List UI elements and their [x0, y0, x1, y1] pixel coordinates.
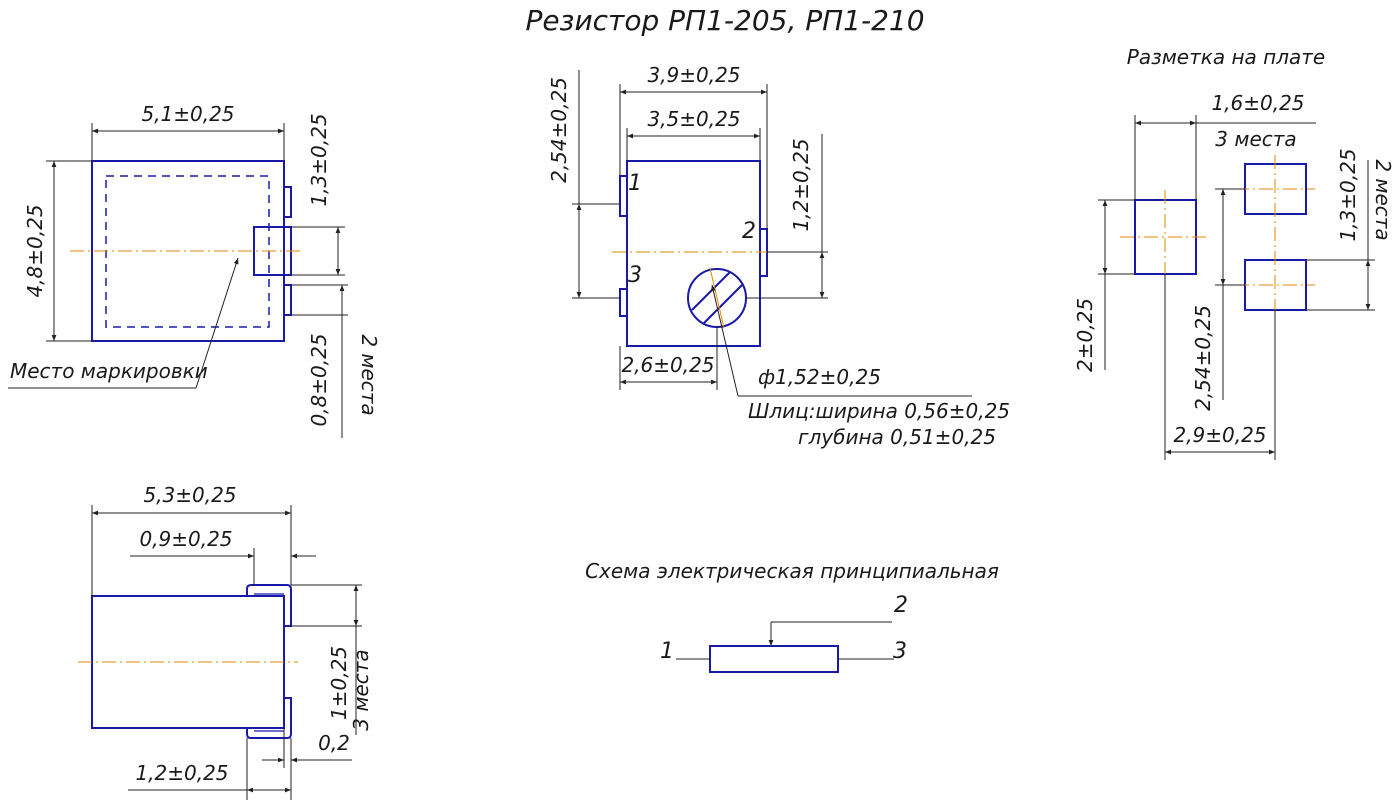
drawing-title: Резистор РП1-205, РП1-210: [525, 4, 924, 37]
left-pad-dim: 2±0,25: [1073, 298, 1097, 372]
schematic-label-3: 3: [893, 639, 907, 664]
pcb-layout-title: Разметка на плате: [1127, 45, 1325, 69]
side-height-note: 3 места: [349, 649, 373, 730]
pin-1: [619, 175, 628, 217]
pad-span-dim: 2,9±0,25: [1173, 423, 1266, 447]
schematic-label-2: 2: [894, 593, 908, 618]
top-bottom-dim: 2,6±0,25: [621, 353, 714, 377]
top-view: 1 2 3 3,9±0,25 3,5±0,25 2,54±0,25 1,2±0,…: [547, 63, 1010, 449]
slot-width-note: Шлиц:ширина 0,56±0,25: [748, 399, 1010, 423]
side-terminal-bottom: [246, 697, 292, 739]
side-terminal-dim: 0,9±0,25: [139, 527, 232, 551]
side-view: 5,3±0,25 0,9±0,25 1±0,25 3 места 0,2 1,2…: [78, 483, 373, 800]
pad-width-dim: 1,6±0,25: [1211, 91, 1304, 115]
front-pin-top: [283, 186, 292, 218]
pad-width-note: 3 места: [1215, 127, 1296, 151]
top-body-upper: [626, 160, 761, 229]
schematic-label-1: 1: [660, 639, 674, 664]
side-bottom-dim: 1,2±0,25: [135, 761, 228, 785]
front-tab-dim: 1,3±0,25: [307, 113, 331, 206]
front-view: 5,1±0,25 4,8±0,25 1,3±0,25 0,8±0,25 2 ме…: [8, 102, 381, 438]
top-diameter-dim: ф1,52±0,25: [758, 365, 881, 389]
pad-height-note: 2 места: [1371, 159, 1395, 240]
side-height-dim: 1±0,25: [327, 646, 351, 720]
front-width-dim: 5,1±0,25: [141, 102, 234, 126]
side-width-dim: 5,3±0,25: [143, 483, 236, 507]
front-height-dim: 4,8±0,25: [23, 204, 47, 297]
schematic: Схема электрическая принципиальная 1 2 3: [585, 559, 999, 673]
schematic-title: Схема электрическая принципиальная: [585, 559, 999, 583]
pad-height-dim: 1,3±0,25: [1336, 148, 1360, 241]
pin-label-2: 2: [742, 219, 756, 244]
top-body-lower: [626, 276, 761, 347]
side-gap-dim: 0,2: [318, 731, 350, 755]
resistor-symbol: [709, 645, 839, 673]
adjust-screw: [687, 267, 747, 329]
pin-3: [619, 288, 628, 317]
top-inner-width-dim: 3,5±0,25: [647, 107, 740, 131]
marking-label: Место маркировки: [10, 359, 208, 383]
slot-depth-note: глубина 0,51±0,25: [798, 425, 996, 449]
pin-label-3: 3: [628, 263, 642, 288]
front-pin-dim: 0,8±0,25: [307, 333, 331, 426]
pad-pitch-dim: 2,54±0,25: [1191, 305, 1215, 411]
front-pin-bottom: [283, 284, 292, 316]
front-pin-count-note: 2 места: [357, 334, 381, 415]
top-outer-width-dim: 3,9±0,25: [647, 63, 740, 87]
pin-label-1: 1: [628, 171, 642, 196]
top-pin2-dim: 1,2±0,25: [789, 138, 813, 231]
top-pitch-dim: 2,54±0,25: [547, 77, 571, 183]
pcb-layout: Разметка на плате 1,6±0,25 3 места 1,3±0…: [1073, 45, 1395, 460]
side-terminal-top: [246, 584, 292, 627]
front-body: [91, 160, 285, 342]
